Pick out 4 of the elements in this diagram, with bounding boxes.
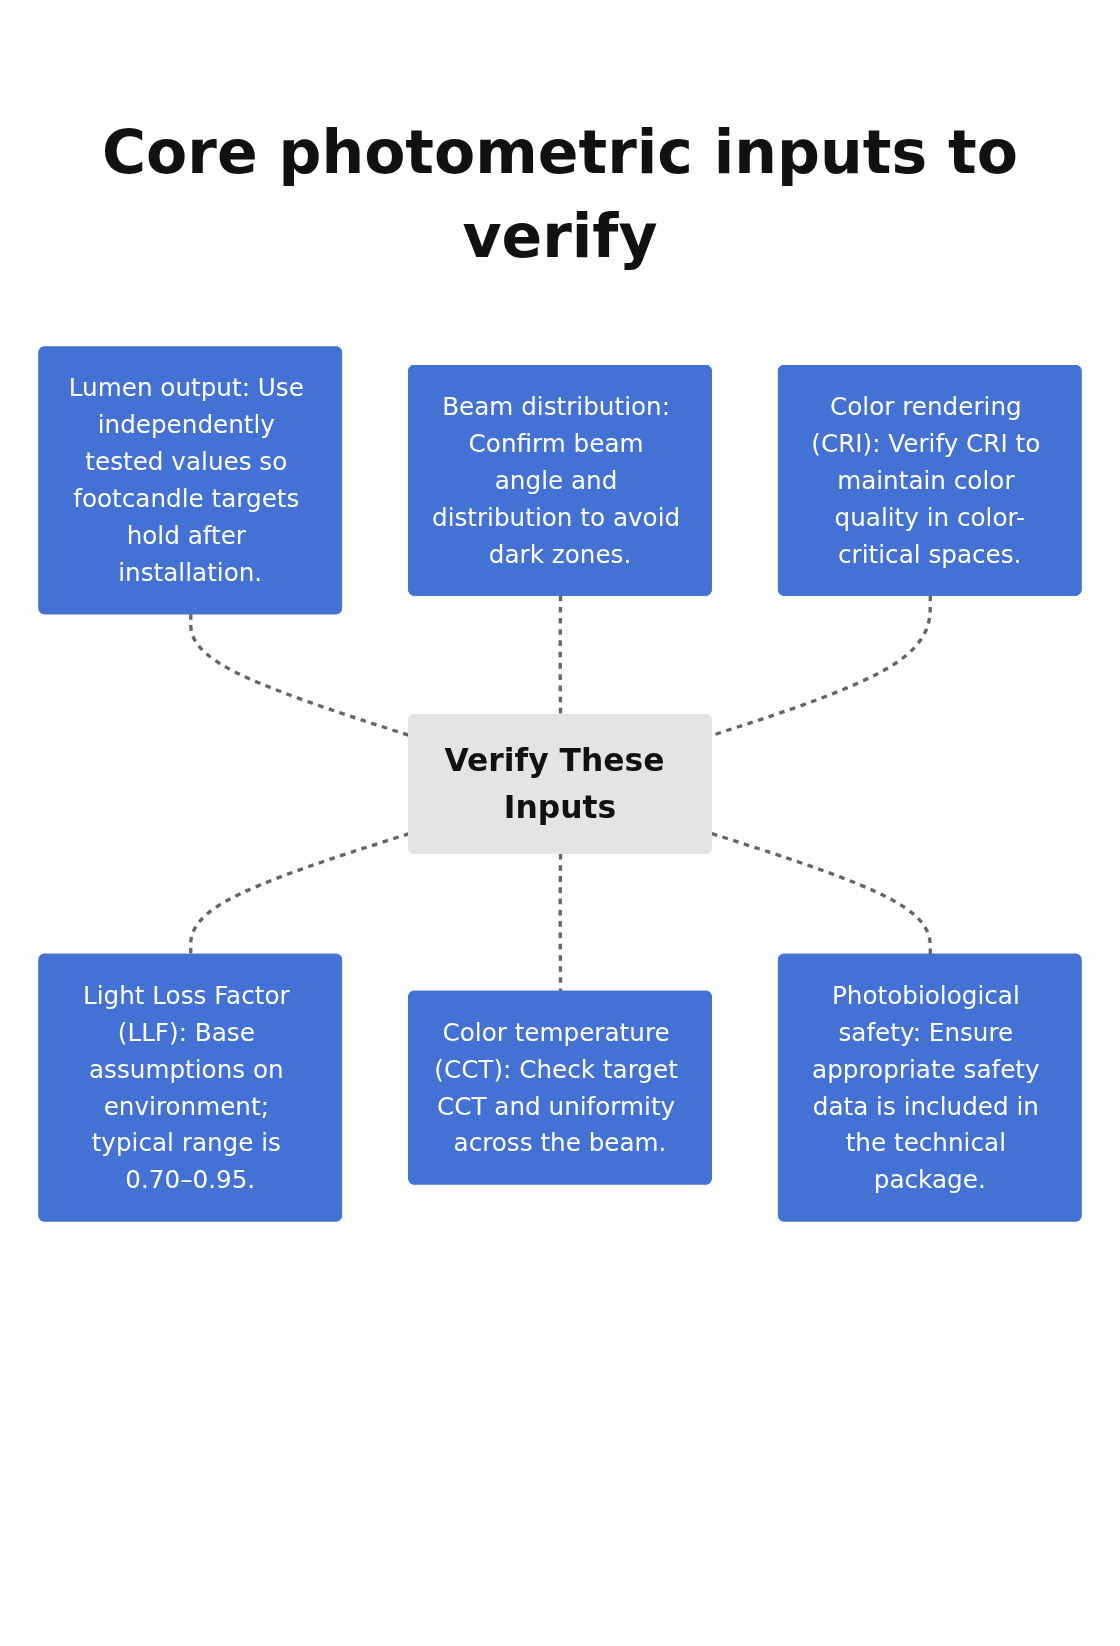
connector <box>711 831 932 955</box>
connector <box>558 853 563 992</box>
title: Core photometric inputs to verify <box>101 116 1019 273</box>
connector <box>558 595 563 716</box>
